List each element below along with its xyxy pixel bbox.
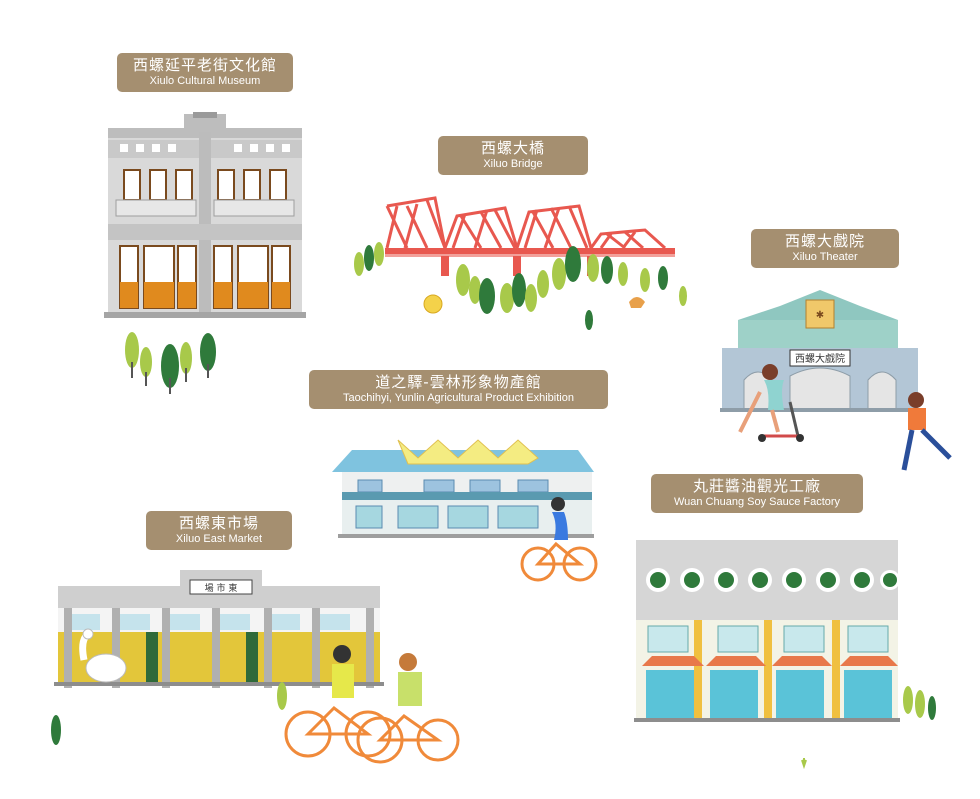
label-zh: 西螺延平老街文化館: [132, 56, 277, 74]
label-zh: 西螺大戲院: [784, 232, 865, 250]
theater-sign: 西螺大戲院: [795, 352, 845, 365]
label-zh: 西螺大橋: [480, 139, 545, 157]
label-zh: 道之驛-雲林形象物產館: [375, 373, 542, 391]
tree-group: [125, 332, 216, 394]
label-soy-factory[interactable]: 丸莊醬油觀光工廠 Wuan Chuang Soy Sauce Factory: [651, 474, 863, 513]
label-zh: 丸莊醬油觀光工廠: [692, 477, 821, 495]
tree-group: [354, 242, 687, 330]
label-en: Xiluo Bridge: [483, 158, 543, 170]
cyclist-2: [356, 653, 460, 764]
label-xiluo-theater[interactable]: 西螺大戲院 Xiluo Theater: [751, 229, 899, 268]
label-en: Wuan Chuang Soy Sauce Factory: [673, 496, 841, 508]
cyclist: [520, 497, 598, 582]
soy-factory-illustration[interactable]: [634, 536, 944, 776]
east-market-illustration[interactable]: 場 市 東: [50, 570, 460, 770]
label-zh: 西螺東市場: [178, 514, 259, 532]
goose: [79, 628, 127, 683]
cyclist-1: [284, 645, 392, 758]
label-en: Xiulo Cultural Museum: [149, 75, 261, 87]
label-cultural-museum[interactable]: 西螺延平老街文化館 Xiulo Cultural Museum: [117, 53, 293, 92]
tree-group: [903, 686, 936, 720]
xiluo-bridge-illustration[interactable]: [345, 186, 700, 336]
taochihyi-illustration[interactable]: [328, 439, 603, 585]
label-xiluo-bridge[interactable]: 西螺大橋 Xiluo Bridge: [438, 136, 588, 175]
svg-text:✱: ✱: [816, 310, 824, 321]
scooter-rider: [738, 364, 804, 442]
label-en: Xiluo East Market: [175, 533, 263, 545]
label-en: Taochihyi, Yunlin Agricultural Product E…: [343, 392, 574, 404]
cultural-museum-illustration[interactable]: [100, 112, 310, 402]
label-east-market[interactable]: 西螺東市場 Xiluo East Market: [146, 511, 292, 550]
market-sign: 場 市 東: [205, 582, 238, 594]
xiluo-theater-illustration[interactable]: ✱ 西螺大戲院: [720, 280, 960, 480]
label-en: Xiluo Theater: [792, 251, 858, 263]
label-taochihyi[interactable]: 道之驛-雲林形象物產館 Taochihyi, Yunlin Agricultur…: [309, 370, 608, 409]
running-child: [901, 392, 952, 471]
